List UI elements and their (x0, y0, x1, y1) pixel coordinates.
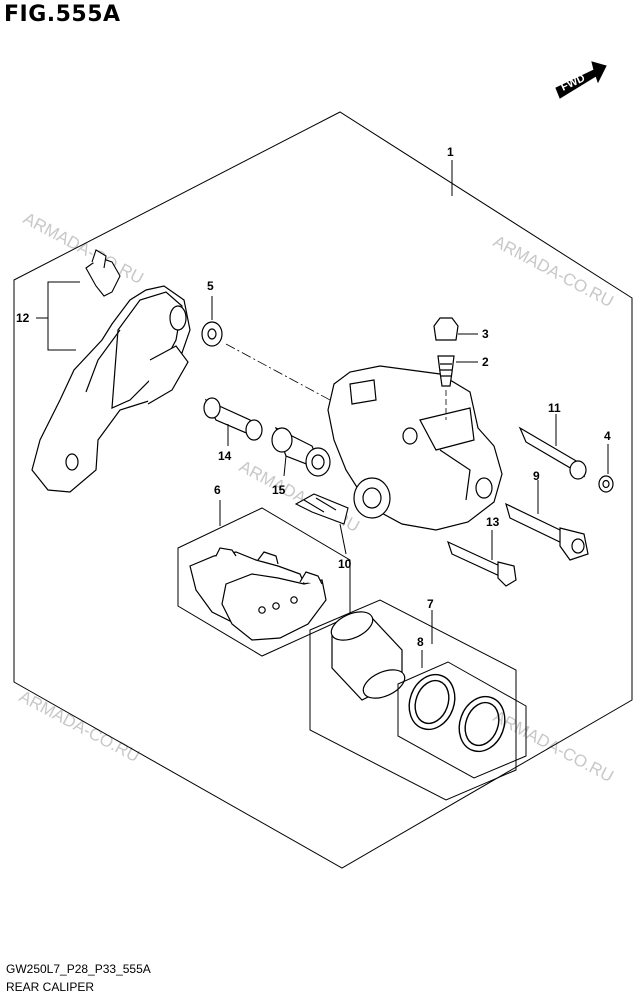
seal-kit-boundary (397, 661, 527, 779)
callout-14: 14 (218, 449, 232, 463)
caliper-bolt (505, 502, 589, 561)
callout-8: 8 (417, 635, 424, 649)
watermark-4: ARMADA-CO.RU (16, 687, 143, 766)
callout-9: 9 (533, 469, 540, 483)
caliper-piston (330, 611, 406, 701)
callout-5: 5 (207, 279, 214, 293)
brake-pad-outer (221, 571, 327, 641)
callout-1: 1 (447, 145, 454, 159)
callout-10: 10 (338, 557, 352, 571)
callout-13: 13 (486, 515, 500, 529)
figure-code: GW250L7_P28_P33_555A (6, 962, 151, 976)
pin-sleeve (203, 397, 263, 441)
piston-seal (408, 673, 456, 731)
watermark-5: ARMADA-CO.RU (490, 707, 617, 786)
pad-spring (294, 493, 349, 525)
pad-spring-clip (85, 249, 121, 297)
watermark-2: ARMADA-CO.RU (490, 232, 617, 311)
figure-title: FIG.555A (4, 2, 121, 27)
callout-2: 2 (482, 355, 489, 369)
figure-caption: REAR CALIPER (6, 980, 95, 994)
bleeder-cap (433, 317, 459, 341)
slide-pin (518, 426, 587, 480)
callout-3: 3 (482, 327, 489, 341)
pin-cap (598, 475, 614, 493)
slide-pin-boot (271, 426, 331, 477)
callout-4: 4 (604, 429, 611, 443)
callout-12-bracket (47, 281, 80, 351)
fwd-arrow-icon: FWD (555, 61, 607, 99)
dust-seal (458, 695, 506, 753)
callout-15: 15 (272, 483, 286, 497)
bracket-bolt (446, 540, 517, 587)
callout-12: 12 (16, 311, 30, 325)
callout-11: 11 (548, 401, 561, 415)
piston-kit-boundary (309, 599, 517, 801)
caliper-body (327, 365, 503, 531)
dust-boot (201, 321, 223, 347)
callout-7: 7 (427, 597, 434, 611)
callout-6: 6 (214, 483, 221, 497)
bleeder-valve (437, 355, 455, 387)
center-line-a (225, 343, 331, 401)
assembly-boundary (13, 111, 633, 869)
caliper-bracket (31, 285, 191, 493)
watermark-1: ARMADA-CO.RU (20, 209, 147, 288)
